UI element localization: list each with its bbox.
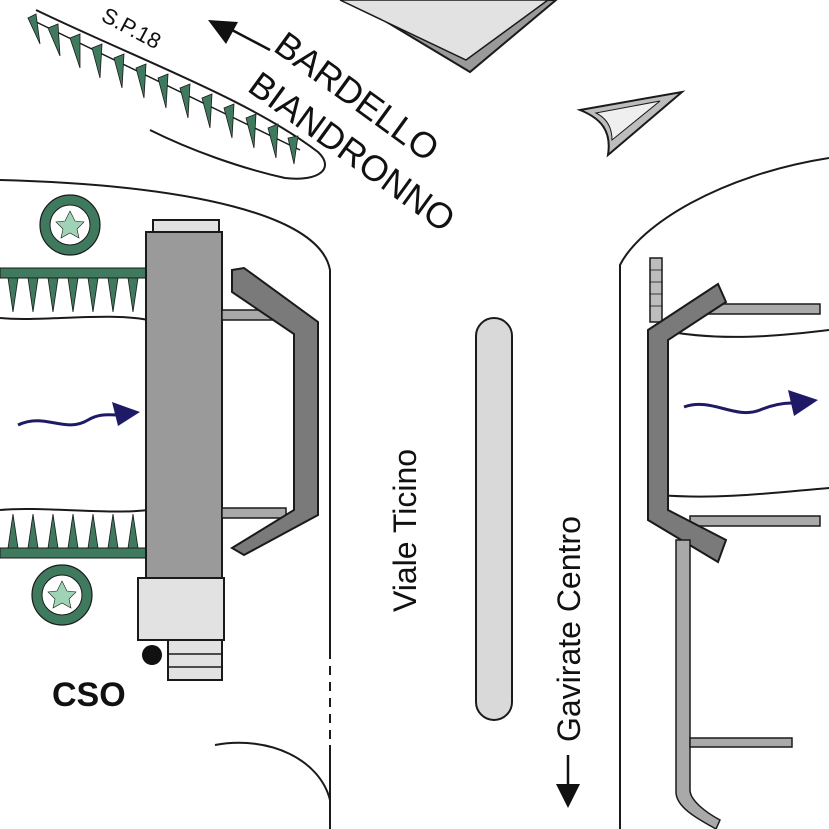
lower-curb — [214, 741, 331, 801]
road-median — [475, 317, 513, 721]
river-bank-upper-right — [659, 329, 829, 338]
direction-label-gavirate: Gavirate Centro — [551, 516, 587, 742]
river-bank-upper-left — [0, 315, 149, 321]
dot-icon — [142, 645, 162, 665]
sp18-curb-island — [27, 9, 326, 180]
river-bank-lower-right — [659, 487, 829, 498]
cso-label: CSO — [52, 676, 126, 714]
street-name-label: Viale Ticino — [387, 449, 423, 612]
wavy-arrow-icon — [683, 390, 818, 416]
right-bridge-structure — [647, 257, 821, 829]
road-label-sp18: S.P.18 — [98, 2, 166, 54]
left-road-edge — [0, 179, 331, 650]
tree-icon — [31, 564, 93, 626]
traffic-island — [576, 90, 686, 158]
wavy-arrow-icon — [17, 402, 140, 427]
top-building-block — [339, 0, 558, 74]
hedge-lower-left — [0, 513, 149, 559]
road-outlines — [0, 157, 829, 829]
river-bank-lower-left — [0, 507, 149, 513]
right-road-edge — [619, 157, 829, 829]
arrow-left-icon — [208, 20, 271, 52]
hedge-row-top — [27, 13, 299, 165]
arrow-down-icon — [556, 755, 580, 808]
left-bridge-structure — [137, 219, 319, 681]
hedge-upper-left — [0, 267, 149, 313]
tree-icon — [39, 194, 101, 256]
